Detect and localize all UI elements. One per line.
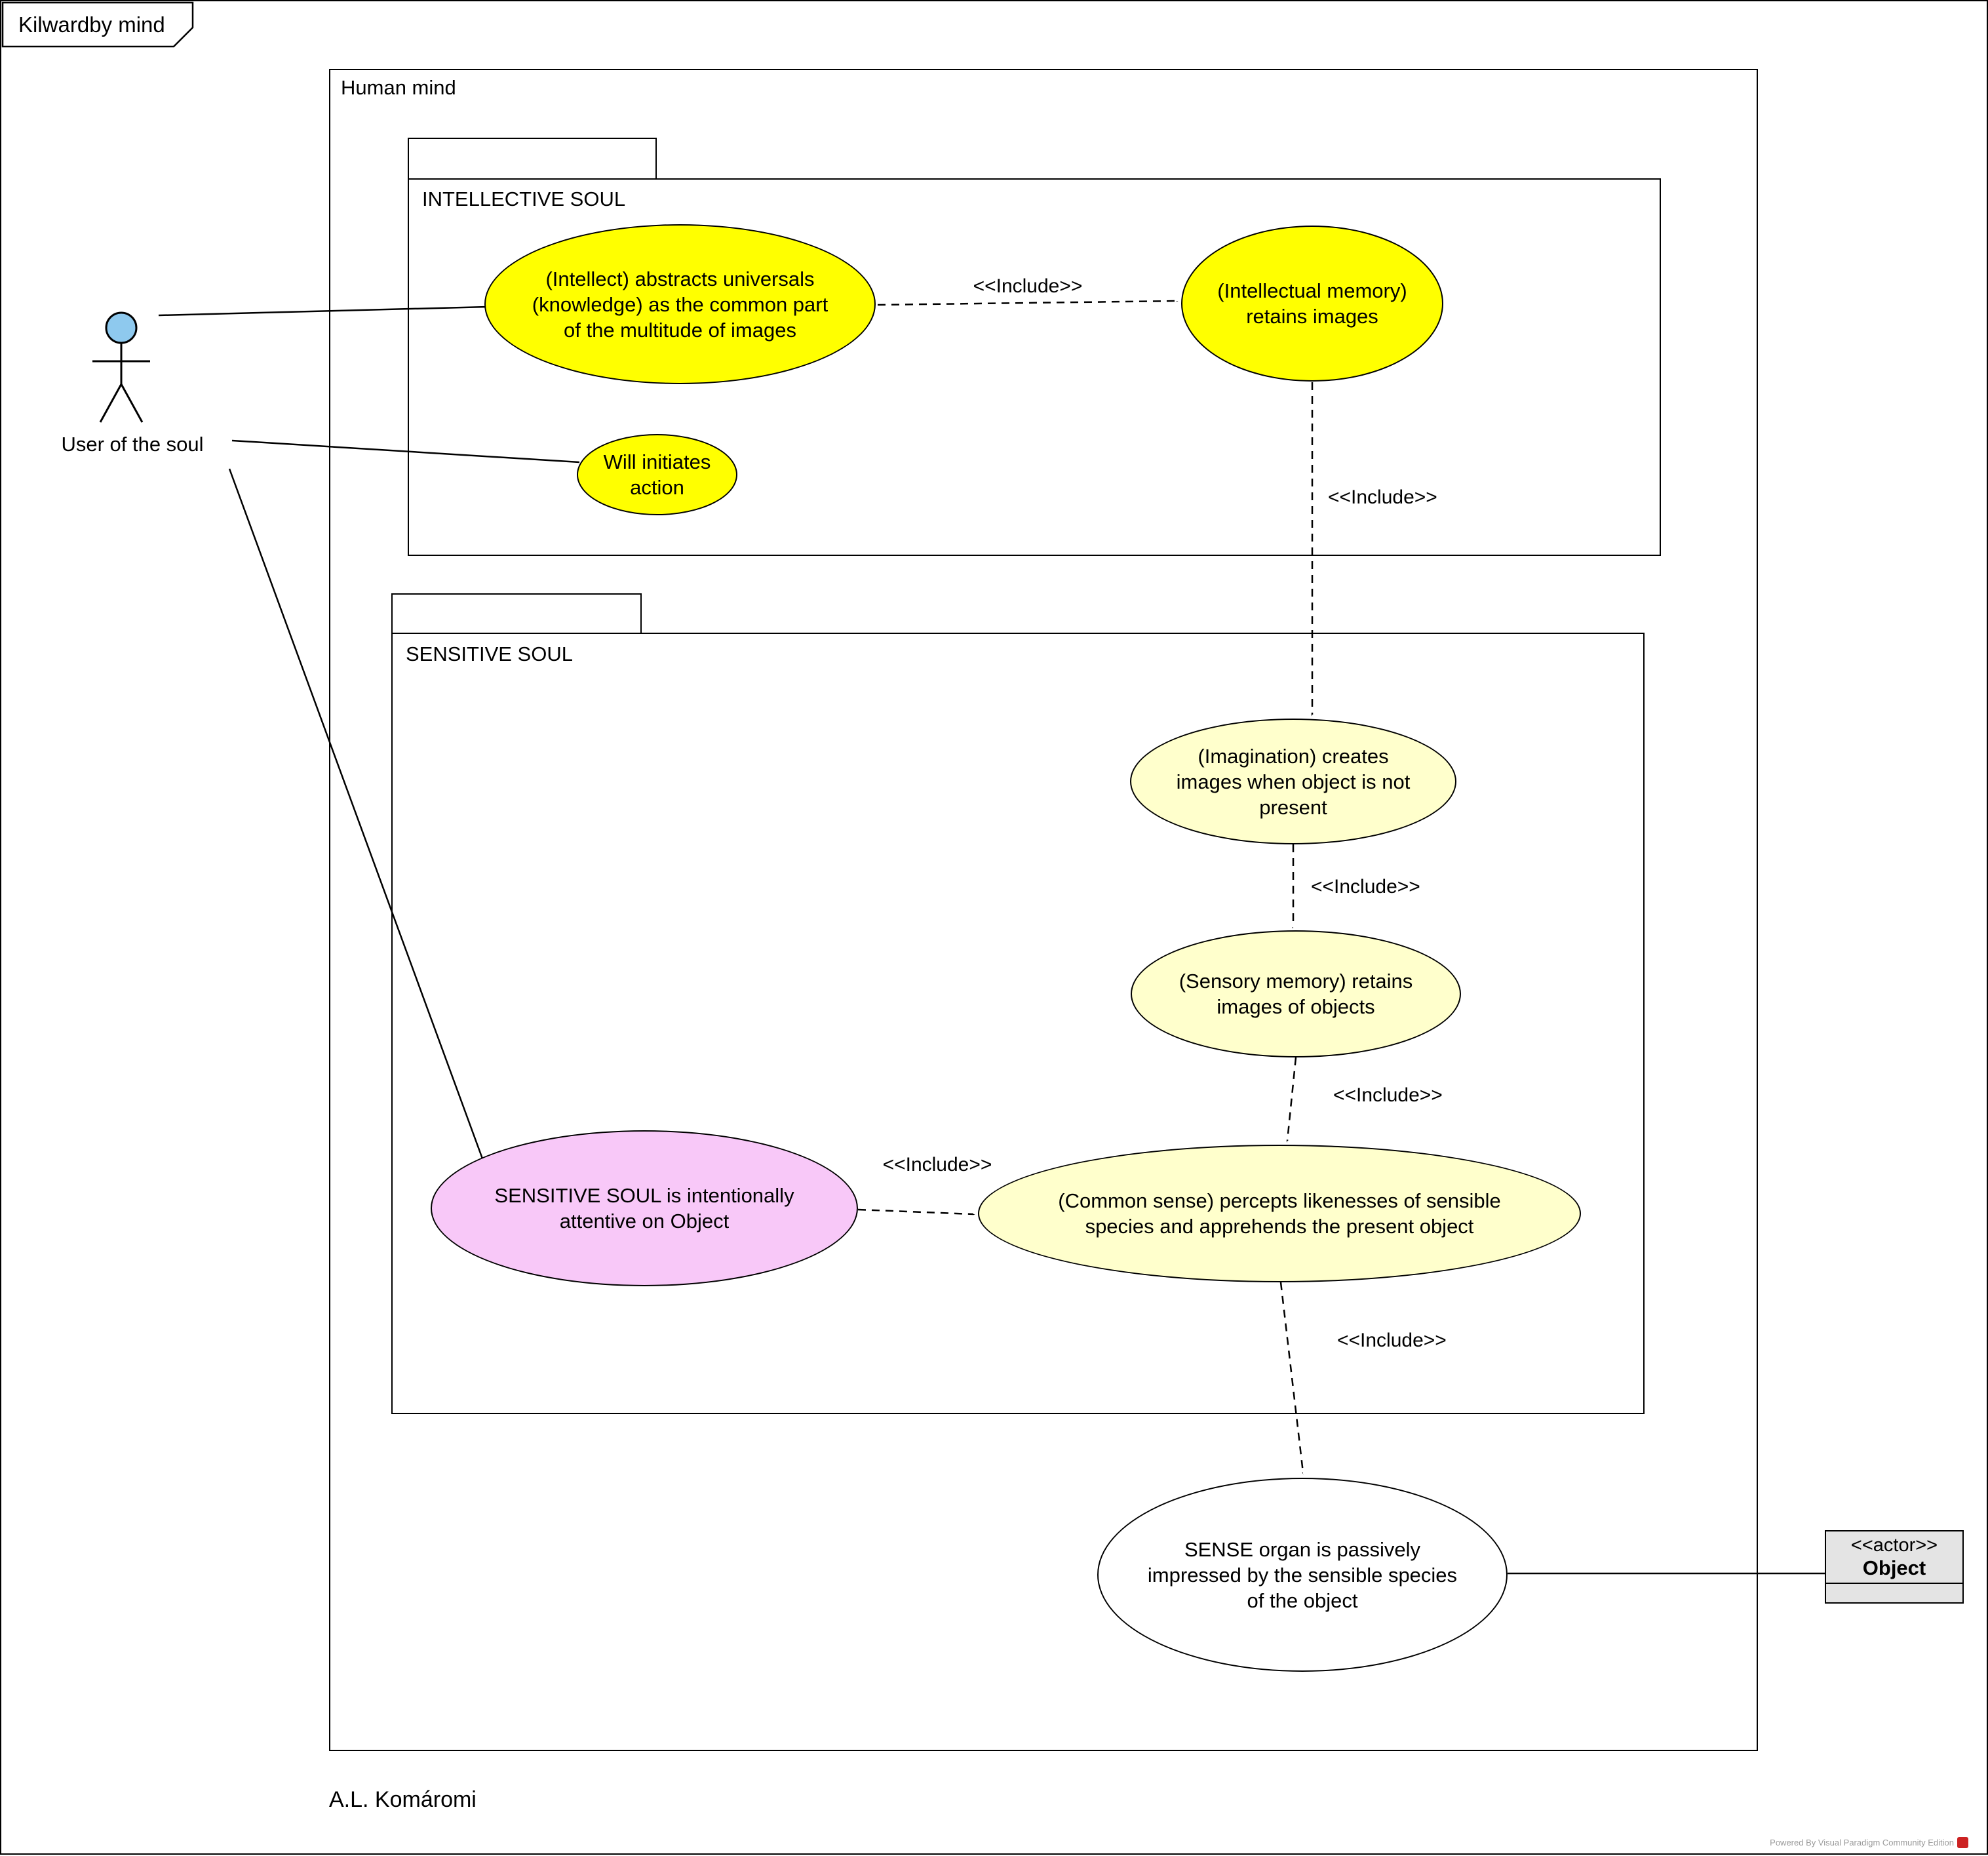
package-sensitive-soul xyxy=(391,633,1645,1414)
package-intellective-soul-tab xyxy=(408,138,657,180)
package-intellective-soul xyxy=(408,178,1661,556)
usecase-sensory-memory: (Sensory memory) retains images of objec… xyxy=(1131,930,1461,1057)
usecase-sense-organ-line: of the object xyxy=(1247,1589,1358,1612)
include-label: <<Include>> xyxy=(1333,1084,1443,1106)
actor-user-head xyxy=(105,311,138,344)
usecase-sense-organ: SENSE organ is passively impressed by th… xyxy=(1097,1478,1508,1672)
actor-user-figure xyxy=(92,311,150,423)
include-label: <<Include>> xyxy=(1311,876,1420,898)
include-label: <<Include>> xyxy=(1337,1330,1447,1351)
package-sensitive-soul-tab xyxy=(391,593,642,634)
usecase-sense-organ-line: impressed by the sensible species xyxy=(1147,1563,1458,1587)
usecase-will-line: Will initiates xyxy=(603,450,711,473)
usecase-will: Will initiates action xyxy=(577,434,737,515)
include-label: <<Include>> xyxy=(882,1154,992,1175)
usecase-intellectual-memory: (Intellectual memory) retains images xyxy=(1181,226,1443,382)
usecase-imagination: (Imagination) creates images when object… xyxy=(1130,719,1456,844)
actor-object: <<actor>> Object xyxy=(1825,1530,1964,1604)
author-credit: A.L. Komáromi xyxy=(329,1787,477,1812)
usecase-intellectual-memory-line: retains images xyxy=(1246,305,1378,328)
vp-watermark: Powered By Visual Paradigm Community Edi… xyxy=(1770,1837,1968,1848)
actor-object-name-compartment: <<actor>> Object xyxy=(1826,1531,1962,1584)
usecase-imagination-line: images when object is not xyxy=(1176,770,1411,793)
frame-title: Kilwardby mind xyxy=(18,12,165,37)
usecase-intellectual-memory-line: (Intellectual memory) xyxy=(1217,279,1407,302)
visual-paradigm-icon xyxy=(1957,1837,1968,1848)
package-intellective-soul-label: INTELLECTIVE SOUL xyxy=(422,188,626,210)
usecase-imagination-line: (Imagination) creates xyxy=(1198,744,1389,768)
actor-user-label: User of the soul xyxy=(61,433,204,456)
vp-watermark-text: Powered By Visual Paradigm Community Edi… xyxy=(1770,1838,1954,1847)
usecase-common-sense-line: species and apprehends the present objec… xyxy=(1085,1215,1474,1238)
usecase-sensory-memory-line: images of objects xyxy=(1217,995,1375,1018)
usecase-attentive: SENSITIVE SOUL is intentionally attentiv… xyxy=(431,1130,858,1286)
include-label: <<Include>> xyxy=(973,275,1083,297)
human-mind-label: Human mind xyxy=(341,76,456,99)
usecase-intellect-line: of the multitude of images xyxy=(564,318,796,342)
usecase-intellect: (Intellect) abstracts universals (knowle… xyxy=(484,224,876,384)
usecase-common-sense: (Common sense) percepts likenesses of se… xyxy=(978,1145,1581,1282)
usecase-will-line: action xyxy=(630,476,684,499)
include-label: <<Include>> xyxy=(1328,486,1437,508)
actor-object-stereotype: <<actor>> xyxy=(1850,1534,1938,1556)
usecase-common-sense-line: (Common sense) percepts likenesses of se… xyxy=(1058,1189,1501,1212)
usecase-sense-organ-line: SENSE organ is passively xyxy=(1184,1537,1421,1561)
usecase-intellect-line: (knowledge) as the common part xyxy=(532,292,828,316)
package-sensitive-soul-label: SENSITIVE SOUL xyxy=(406,642,573,665)
usecase-intellect-line: (Intellect) abstracts universals xyxy=(545,267,815,290)
actor-object-name: Object xyxy=(1862,1556,1926,1579)
usecase-attentive-line: attentive on Object xyxy=(559,1210,730,1233)
usecase-sensory-memory-line: (Sensory memory) retains xyxy=(1179,970,1413,993)
usecase-attentive-line: SENSITIVE SOUL is intentionally xyxy=(494,1184,794,1207)
usecase-imagination-line: present xyxy=(1259,795,1327,819)
